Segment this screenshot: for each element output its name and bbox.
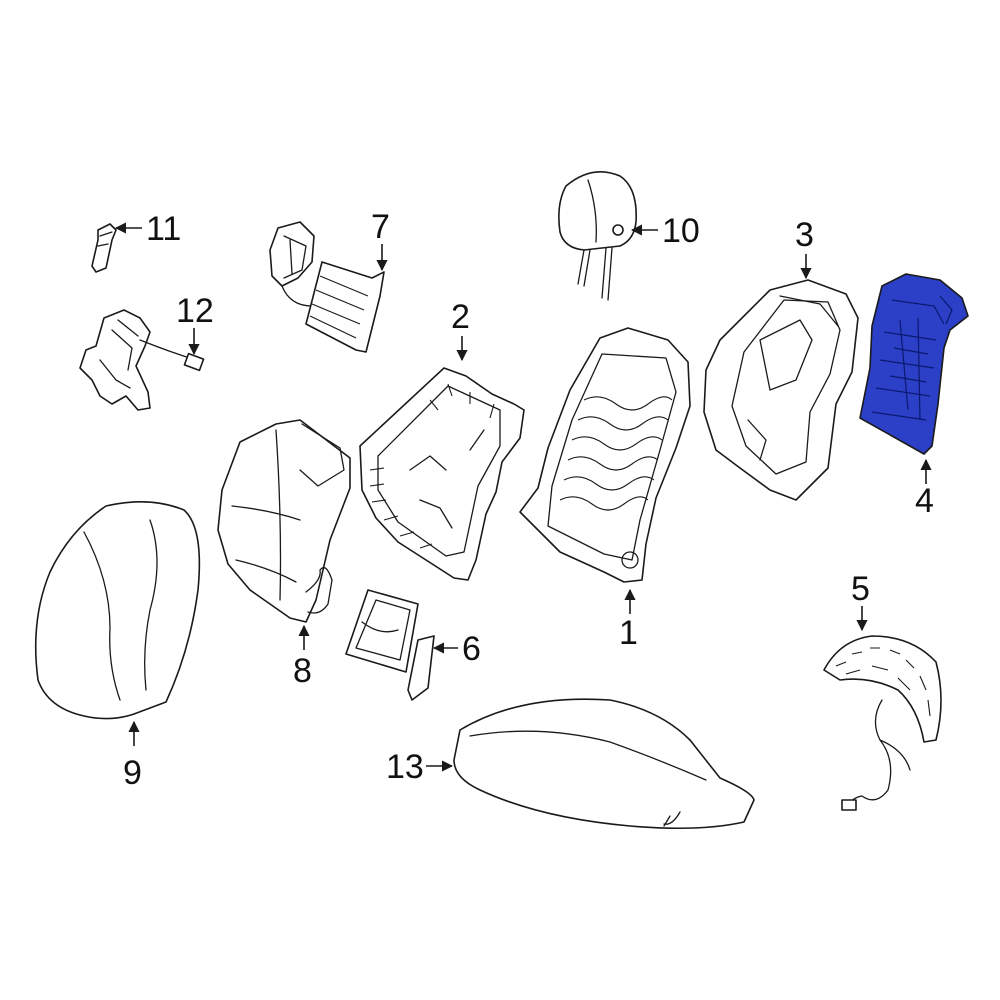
callout-10: 10 [630, 212, 700, 250]
callout-8-label: 8 [293, 652, 312, 690]
part-8-back-cover[interactable] [217, 419, 351, 623]
callout-13-label: 13 [386, 748, 424, 786]
part-7-airbag[interactable] [269, 221, 385, 353]
callout-9: 9 [123, 720, 142, 792]
callout-11-label: 11 [146, 210, 181, 248]
callout-3: 3 [795, 216, 814, 280]
part-11-pin[interactable] [91, 223, 117, 273]
part-9-backrest-cover[interactable] [34, 501, 201, 720]
callout-9-label: 9 [123, 754, 142, 792]
callout-13: 13 [386, 748, 454, 786]
callout-1-label: 1 [619, 614, 638, 652]
callout-2: 2 [451, 298, 470, 362]
callout-1: 1 [619, 588, 638, 652]
part-5-lumbar-mat[interactable] [823, 635, 942, 811]
callout-2-label: 2 [451, 298, 470, 336]
part-12-bracket[interactable] [79, 309, 205, 411]
callout-6-label: 6 [462, 630, 481, 668]
callout-8: 8 [293, 624, 312, 690]
part-4-back-panel[interactable] [859, 273, 969, 455]
callout-5-label: 5 [851, 570, 870, 608]
callout-6: 6 [432, 630, 481, 668]
part-13-cushion-cover[interactable] [453, 698, 755, 830]
part-6-module[interactable] [345, 589, 435, 701]
callout-4-label: 4 [915, 482, 934, 520]
part-1-frame-springs[interactable] [519, 327, 691, 583]
part-3-backrest-foam[interactable] [703, 279, 859, 501]
callout-12: 12 [176, 292, 214, 356]
callout-4: 4 [915, 458, 934, 520]
part-10-headrest[interactable] [558, 170, 637, 301]
callout-12-label: 12 [176, 292, 214, 330]
callout-5: 5 [851, 570, 870, 632]
callout-7: 7 [371, 208, 390, 272]
callout-10-label: 10 [662, 212, 700, 250]
callout-11: 11 [114, 210, 181, 248]
part-2-frame[interactable] [359, 367, 525, 581]
callout-3-label: 3 [795, 216, 814, 254]
callout-7-label: 7 [371, 208, 390, 246]
